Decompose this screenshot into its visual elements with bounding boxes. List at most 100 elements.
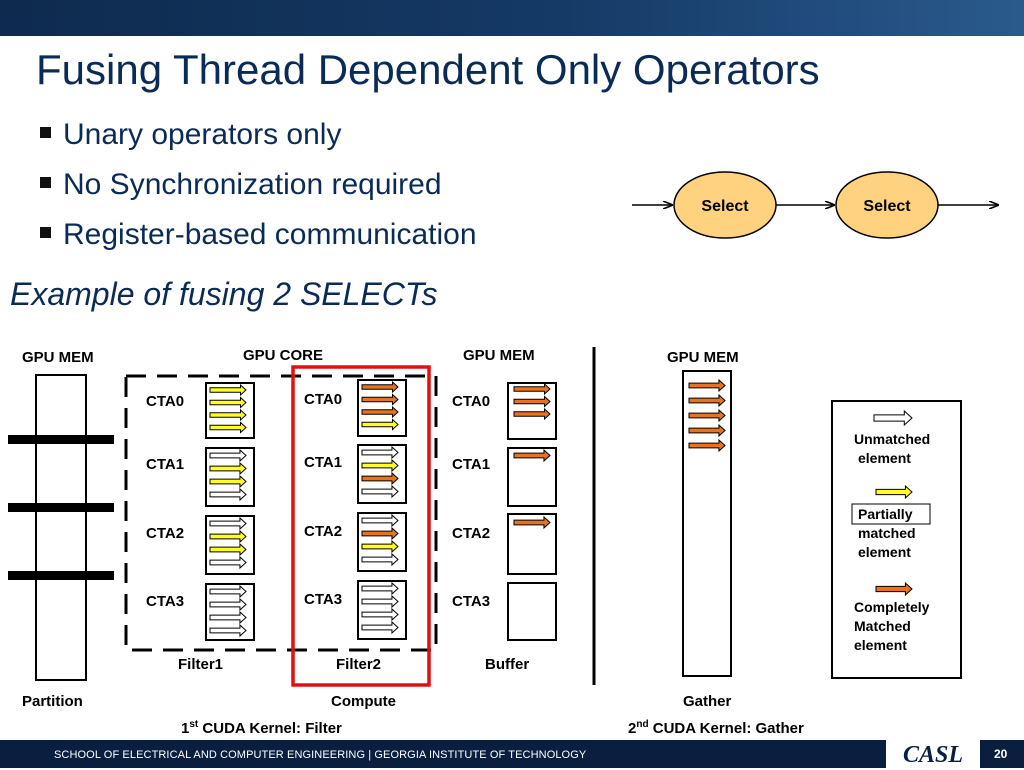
complete-match-arrow-icon (361, 380, 399, 394)
partition-label: Partition (22, 693, 83, 710)
legend-partial-line3: element (858, 544, 911, 560)
unmatched-arrow-icon (361, 552, 399, 567)
kernel1-ordinal-suffix: st (189, 719, 199, 730)
bullet-item: No Synchronization required (40, 165, 477, 215)
unmatched-arrow-icon (209, 610, 247, 625)
partial-match-arrow-icon (209, 396, 247, 409)
example-subtitle: Example of fusing 2 SELECTs (10, 276, 438, 312)
buffer-arrows (513, 382, 551, 530)
legend-box (831, 400, 962, 679)
unmatched-arrow-icon (209, 584, 247, 599)
buffer-column: GPU MEM CTA0 CTA1 CTA2 CTA3 Buffer (452, 347, 557, 673)
cta-label: CTA1 (452, 456, 490, 473)
filter2-column: CTA0 CTA1 CTA2 CTA3 Filter2 (304, 379, 407, 673)
complete-match-arrow-icon (361, 393, 399, 406)
cta-label: CTA0 (146, 393, 184, 410)
legend-partial-line2: matched (858, 525, 916, 541)
legend-complete-line3: element (854, 637, 907, 653)
complete-match-arrow-icon (361, 471, 399, 486)
legend: Unmatched element Partially matched elem… (831, 400, 962, 679)
kernel1-title: CUDA Kernel: Filter (198, 720, 342, 737)
bullet-list: Unary operators only No Synchronization … (40, 115, 477, 265)
unmatched-arrow-icon (361, 445, 399, 460)
cta-label: CTA2 (146, 525, 184, 542)
unmatched-arrow-icon (209, 555, 247, 570)
legend-complete-line1: Completely (854, 599, 930, 615)
bullet-item: Register-based communication (40, 215, 477, 265)
buffer-box (507, 382, 557, 440)
legend-partial-line1: Partially (858, 506, 913, 522)
cta-label: CTA2 (452, 525, 490, 542)
casl-logo: CASL (886, 740, 980, 768)
unmatched-arrow-icon (361, 594, 399, 609)
unmatched-arrow-icon (209, 597, 247, 612)
complete-match-arrow-icon (688, 393, 726, 408)
kernel2-ordinal: 2 (628, 720, 636, 737)
unmatched-arrow-icon (361, 620, 399, 635)
partial-match-arrow-icon (361, 539, 399, 554)
bullet-square-icon (40, 176, 51, 188)
kernel2-title: CUDA Kernel: Gather (649, 720, 804, 737)
unmatched-arrow-icon (361, 484, 399, 499)
partition-bar (8, 571, 114, 580)
partial-match-arrow-icon (209, 461, 247, 476)
gpu-core-dashed-box (124, 374, 438, 652)
cta-label: CTA1 (304, 454, 342, 471)
unmatched-arrow-icon (361, 581, 399, 596)
gather-section: GPU MEM Gather (667, 349, 739, 710)
cta-label: CTA0 (304, 391, 342, 408)
partial-match-arrow-icon (209, 421, 247, 434)
bullet-text: No Synchronization required (63, 168, 442, 201)
filter1-label: Filter1 (178, 656, 223, 673)
complete-match-arrow-icon (513, 515, 551, 530)
complete-match-arrow-icon (361, 405, 399, 419)
unmatched-arrow-icon (209, 516, 247, 531)
partition-section: GPU MEM Partition (8, 349, 114, 710)
cta-label: CTA0 (452, 393, 490, 410)
unmatched-arrow-icon (209, 448, 247, 463)
footer-bar: SCHOOL OF ELECTRICAL AND COMPUTER ENGINE… (0, 740, 1024, 768)
kernel1-ordinal: 1 (181, 720, 189, 737)
bullet-text: Register-based communication (63, 218, 477, 251)
compute-label: Compute (331, 693, 396, 710)
complete-match-arrow-icon (688, 378, 726, 393)
complete-match-arrow-icon (513, 395, 551, 408)
page-number: 20 (994, 747, 1008, 761)
partial-match-arrow-icon (209, 474, 247, 489)
unmatched-arrow-icon (873, 409, 913, 427)
footer-text: SCHOOL OF ELECTRICAL AND COMPUTER ENGINE… (54, 749, 587, 761)
legend-icons (873, 409, 913, 597)
cta-label: CTA3 (146, 593, 184, 610)
partition-bar (8, 503, 114, 512)
gather-column (682, 370, 732, 677)
partial-match-arrow-icon (209, 529, 247, 544)
complete-match-arrow-icon (688, 423, 726, 438)
select-pipeline: Select Select (632, 171, 998, 239)
select-label-1: Select (701, 198, 749, 215)
complete-match-arrow-icon (513, 382, 551, 396)
partial-match-arrow-icon (209, 383, 247, 397)
gpu-mem-label-buffer: GPU MEM (463, 347, 535, 364)
filter1-column: CTA0 CTA1 CTA2 CTA3 Filter1 (146, 382, 255, 673)
filter2-arrows (361, 380, 399, 635)
bullet-square-icon (40, 226, 51, 238)
kernel2-caption: 2nd CUDA Kernel: Gather (628, 719, 804, 737)
partial-match-arrow-icon (875, 484, 913, 500)
complete-match-arrow-icon (513, 448, 551, 463)
kernel1-caption: 1st CUDA Kernel: Filter (181, 719, 342, 737)
gather-label: Gather (683, 693, 732, 710)
cta-label: CTA1 (146, 456, 184, 473)
unmatched-arrow-icon (209, 487, 247, 502)
filter1-arrows (209, 383, 247, 638)
cta-label: CTA2 (304, 523, 342, 540)
partial-match-arrow-icon (209, 542, 247, 557)
legend-unmatched-line2: element (858, 450, 911, 466)
top-banner (0, 0, 1024, 36)
filter2-label: Filter2 (336, 656, 381, 673)
gpu-mem-label-partition: GPU MEM (22, 349, 94, 366)
complete-match-arrow-icon (513, 407, 551, 421)
legend-unmatched-line1: Unmatched (854, 431, 930, 447)
cta-label: CTA3 (304, 591, 342, 608)
gpu-mem-column (35, 374, 87, 681)
gpu-core-label: GPU CORE (243, 347, 323, 364)
